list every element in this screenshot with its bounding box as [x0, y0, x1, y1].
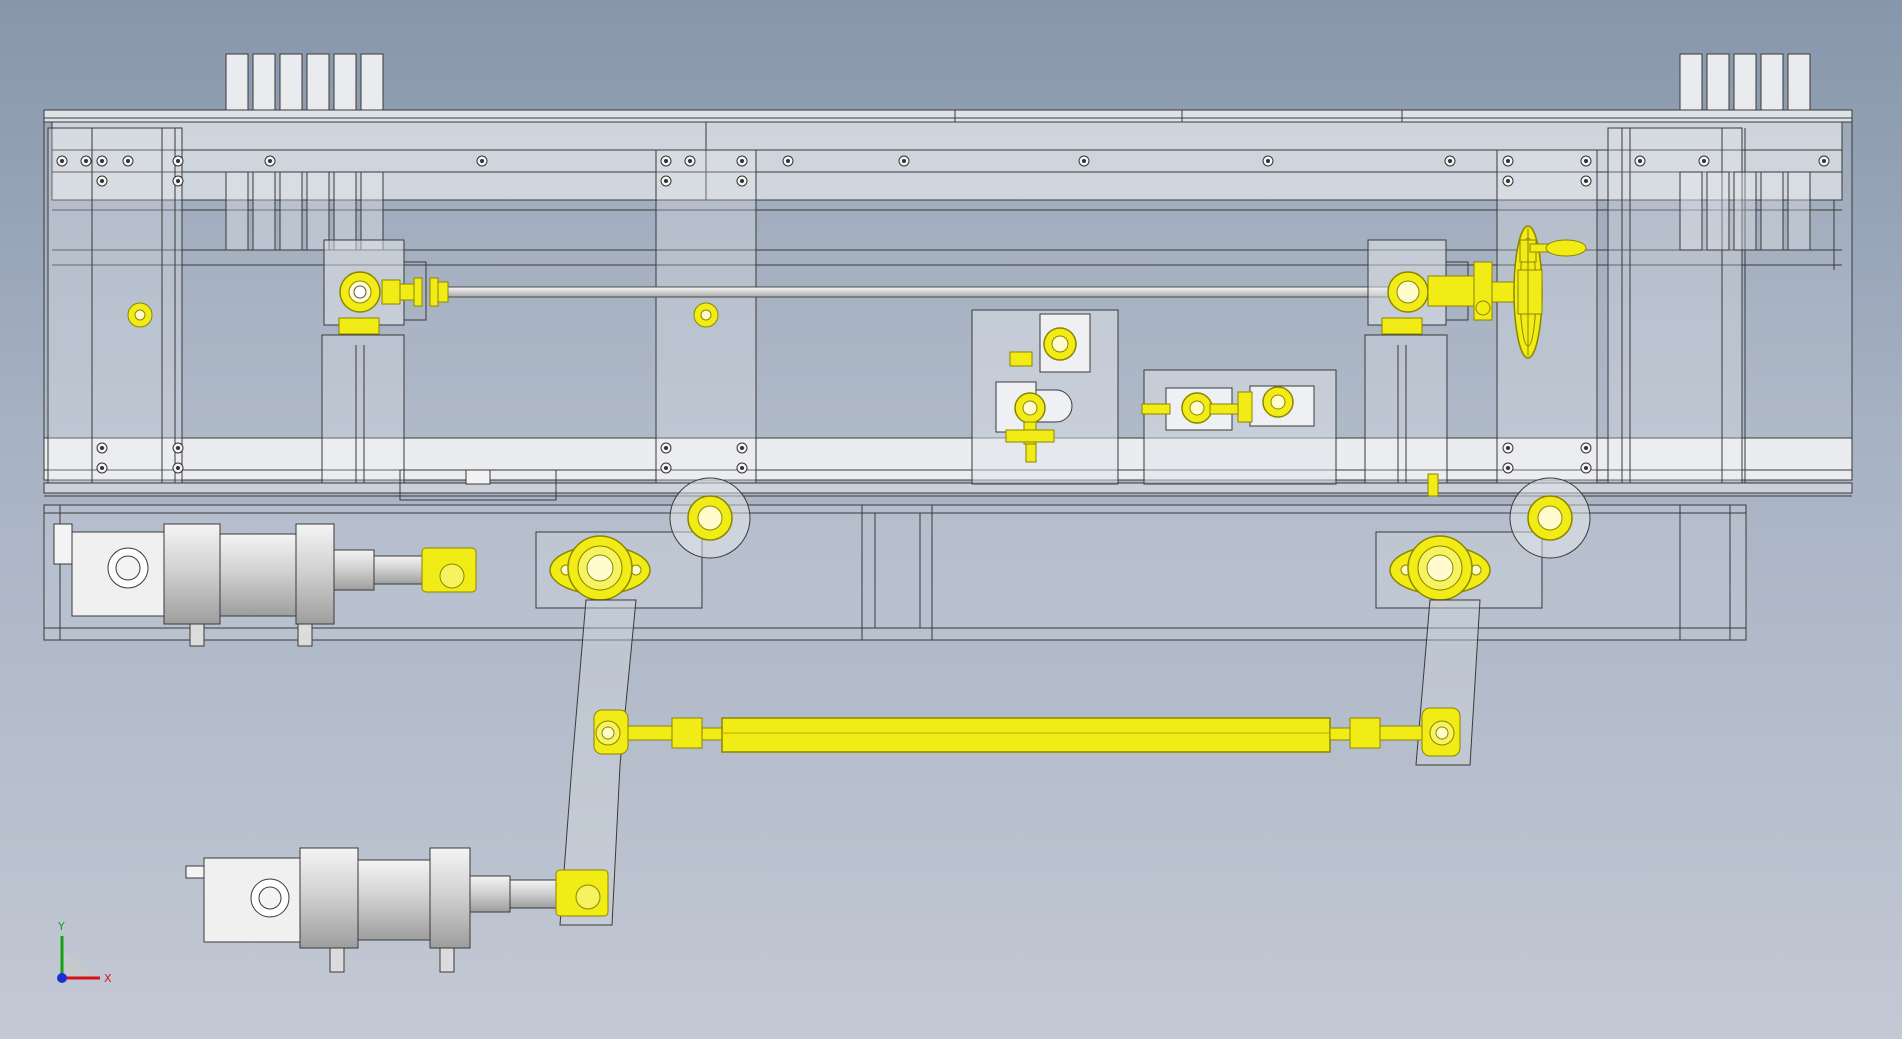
bolt-hole-center	[1506, 179, 1510, 183]
bolt-hole-center	[1266, 159, 1270, 163]
bolt-hole-center	[1506, 466, 1510, 470]
bolt-hole-center	[740, 159, 744, 163]
bolt-hole-center	[902, 159, 906, 163]
top-peg	[252, 53, 276, 111]
bolt-hole-center	[740, 446, 744, 450]
rear-peg	[333, 171, 357, 251]
rear-peg	[225, 171, 249, 251]
right-shaft-bracket	[1367, 239, 1519, 335]
bolt-hole-center	[786, 159, 790, 163]
bolt-hole-center	[664, 159, 668, 163]
coordinate-triad	[57, 936, 100, 983]
top-peg	[279, 53, 303, 111]
top-frame	[43, 109, 1853, 501]
top-peg	[306, 53, 330, 111]
bolt-hole-center	[1448, 159, 1452, 163]
bolt-hole-center	[1506, 446, 1510, 450]
bolt-hole-center	[176, 159, 180, 163]
rear-peg	[1787, 171, 1811, 251]
bolt-hole-center	[664, 179, 668, 183]
bolt-hole-center	[1584, 466, 1588, 470]
top-peg	[360, 53, 384, 111]
rear-peg	[252, 171, 276, 251]
flange-bearing-right	[1389, 477, 1591, 601]
rear-peg	[1733, 171, 1757, 251]
bolt-hole-center	[100, 466, 104, 470]
left-shaft-bracket	[323, 239, 449, 335]
bolt-hole-center	[480, 159, 484, 163]
rear-peg	[279, 171, 303, 251]
bolt-hole-center	[740, 179, 744, 183]
bolt-hole-center	[60, 159, 64, 163]
bolt-hole-center	[1638, 159, 1642, 163]
top-peg	[1706, 53, 1730, 111]
bolt-hole-center	[1584, 446, 1588, 450]
triad-y-label: Y	[58, 920, 65, 933]
pneumatic-cylinder-upper	[53, 523, 477, 647]
bolt-hole-center	[664, 446, 668, 450]
pneumatic-cylinder-icon	[185, 847, 609, 973]
tie-rod-icon	[593, 707, 1461, 757]
handwheel-icon[interactable]	[1513, 225, 1587, 359]
rear-peg	[1760, 171, 1784, 251]
rear-peg	[1706, 171, 1730, 251]
top-peg	[333, 53, 357, 111]
bolt-hole-center	[1506, 159, 1510, 163]
bolt-hole-center	[84, 159, 88, 163]
bolt-hole-center	[1822, 159, 1826, 163]
bolt-hole-center	[740, 466, 744, 470]
top-peg	[1760, 53, 1784, 111]
bolt-hole-center	[1584, 159, 1588, 163]
bolt-hole-center	[176, 466, 180, 470]
lever-arms	[559, 599, 1481, 926]
top-peg	[1787, 53, 1811, 111]
bolt-hole-center	[176, 446, 180, 450]
rear-peg	[1679, 171, 1703, 251]
drive-shaft-icon	[447, 286, 1419, 298]
bolt-hole-center	[100, 446, 104, 450]
frame-holes	[56, 155, 1830, 474]
bolt-hole-center	[1584, 179, 1588, 183]
bolt-hole-center	[664, 466, 668, 470]
bolt-hole-center	[268, 159, 272, 163]
top-pegs	[225, 53, 1811, 251]
rear-peg	[306, 171, 330, 251]
bolt-hole-center	[126, 159, 130, 163]
top-peg	[1679, 53, 1703, 111]
bolt-hole-center	[176, 179, 180, 183]
rear-peg	[360, 171, 384, 251]
bolt-hole-center	[1702, 159, 1706, 163]
bolt-hole-center	[100, 159, 104, 163]
bolt-hole-center	[688, 159, 692, 163]
flange-bearing-left	[549, 477, 751, 601]
top-peg	[1733, 53, 1757, 111]
triad-x-label: X	[104, 972, 112, 985]
bolt-hole-center	[1082, 159, 1086, 163]
mid-panel-fixtures	[127, 302, 1439, 497]
bolt-hole-center	[100, 179, 104, 183]
top-peg	[225, 53, 249, 111]
